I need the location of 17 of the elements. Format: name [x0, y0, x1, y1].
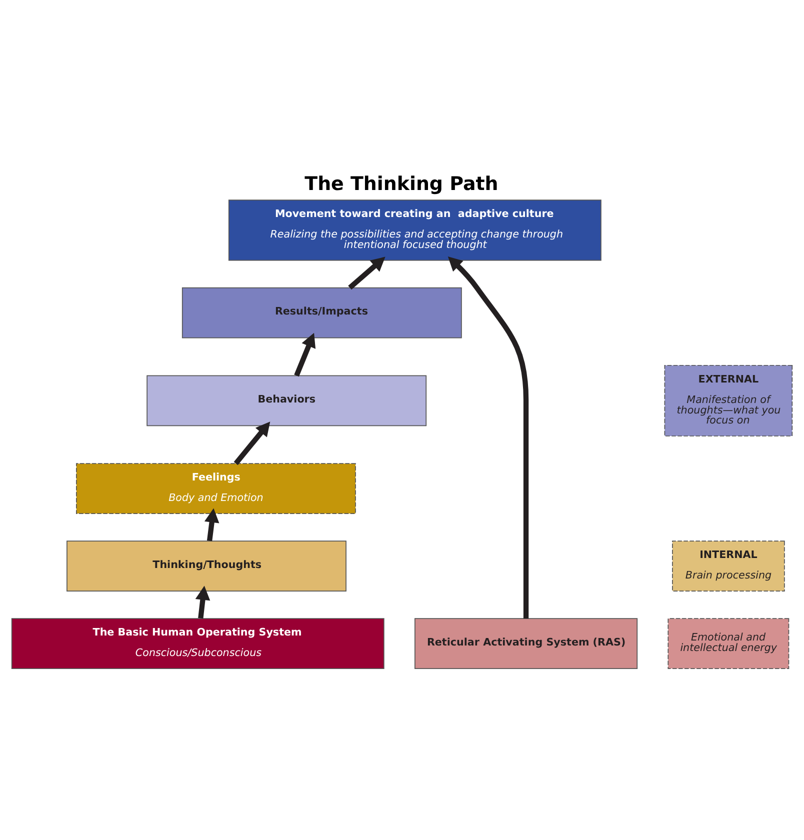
- node-box: Feelings Body and Emotion: [76, 462, 356, 514]
- node-box: Reticular Activating System (RAS): [414, 618, 638, 668]
- node-box: Movement toward creating an adaptive culture Realizing the possibilities and accepting change through intentional focused thought: [228, 199, 602, 260]
- arrow: [448, 256, 529, 618]
- arrow: [204, 508, 220, 541]
- diagram-title: The Thinking Path: [304, 172, 498, 195]
- arrow: [348, 256, 386, 290]
- node-box: Results/Impacts: [182, 286, 462, 338]
- node-box: Thinking/Thoughts: [66, 540, 346, 591]
- node-box: Emotional and intellectual energy: [668, 618, 790, 668]
- node-box: The Basic Human Operating System Conscious/Subconscious: [11, 618, 384, 668]
- node-box: INTERNAL Brain processing: [672, 540, 785, 591]
- arrow: [294, 332, 316, 376]
- arrow: [195, 585, 210, 618]
- node-box: EXTERNAL Manifestation of thoughts—what you focus on: [664, 364, 793, 436]
- arrow: [234, 421, 270, 465]
- node-box: Behaviors: [146, 374, 427, 426]
